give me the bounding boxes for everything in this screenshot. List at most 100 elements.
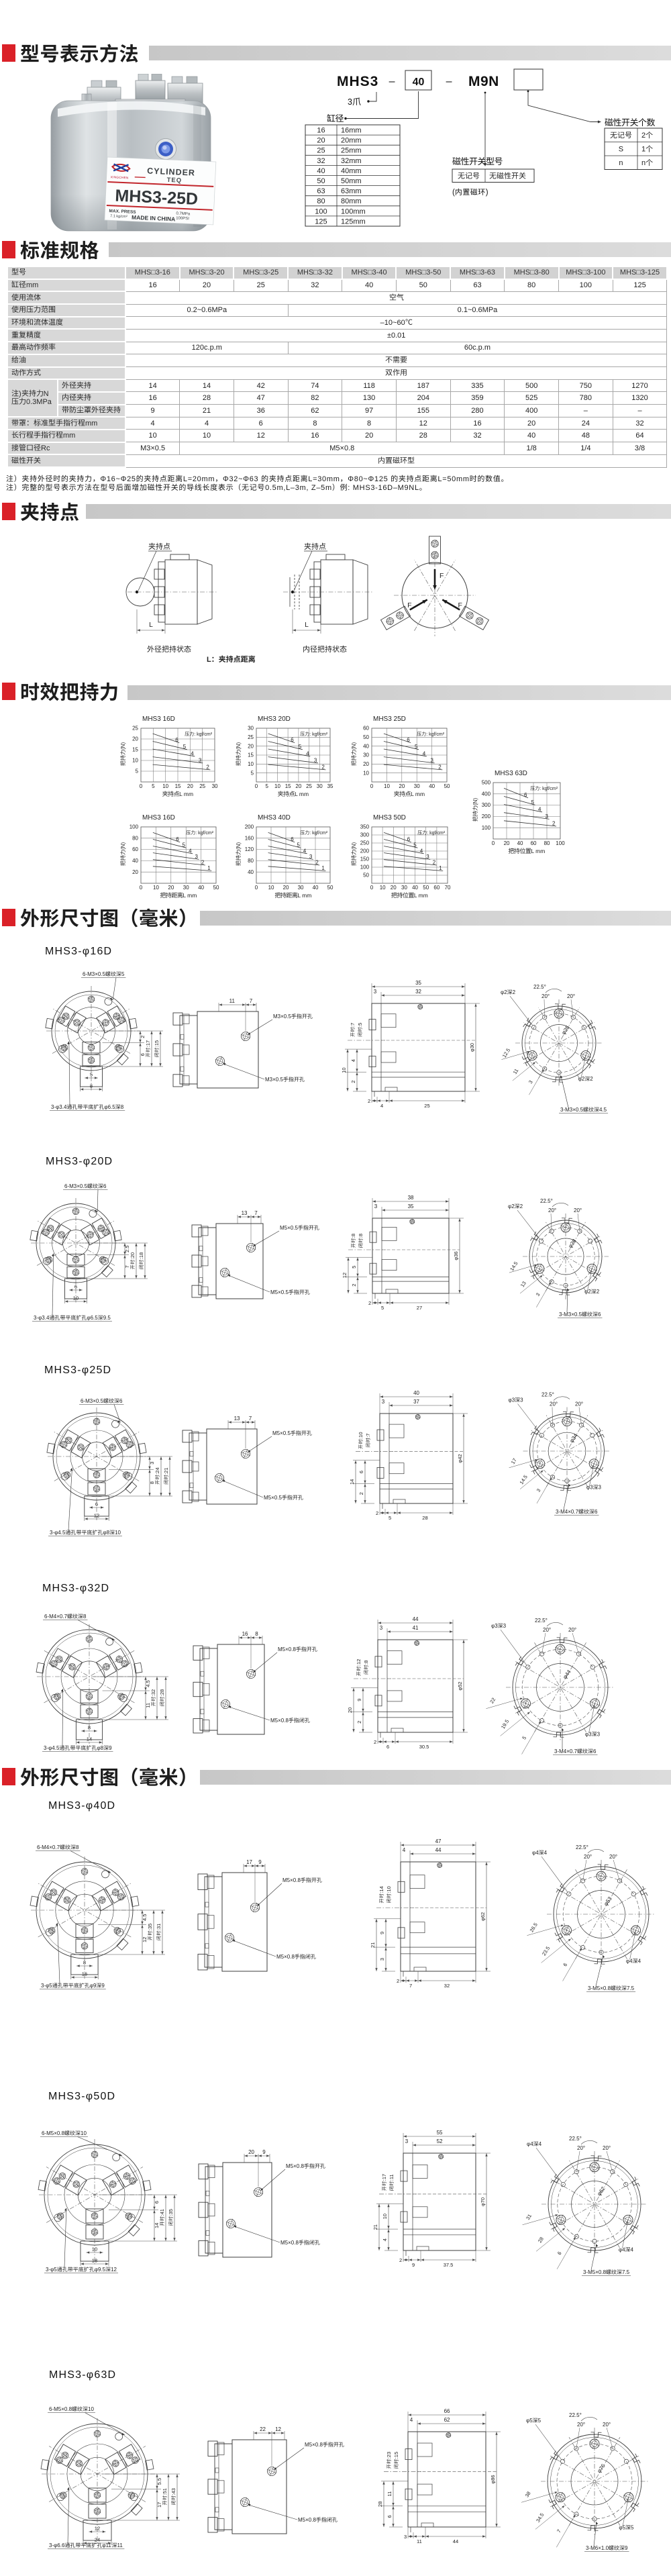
svg-text:MHS3 25D: MHS3 25D [373,715,406,723]
svg-text::35: :35 [168,2209,174,2216]
svg-text:11: 11 [512,1068,520,1075]
svg-text:55: 55 [437,2130,443,2136]
svg-text:6-M4×0.7: 6-M4×0.7 [37,1844,60,1850]
svg-text:6-M5×0.8: 6-M5×0.8 [42,2130,65,2136]
svg-text:2.5: 2.5 [124,1246,130,1252]
svg-text:10: 10 [380,885,386,891]
svg-text:M5×0.8: M5×0.8 [280,2240,299,2246]
svg-text:50: 50 [213,885,219,891]
svg-text::43: :43 [170,2488,176,2495]
svg-text:22.5°: 22.5° [533,984,546,990]
svg-text:25mm: 25mm [341,147,362,155]
svg-text:14: 14 [87,1736,92,1742]
svg-text:20°: 20° [577,2422,585,2428]
svg-text:φ53: φ53 [603,1895,613,1907]
svg-text:40: 40 [517,840,523,846]
svg-text:50mm: 50mm [341,177,362,185]
svg-text:4: 4 [538,806,541,812]
svg-text:2: 2 [597,1289,600,1295]
svg-text:17: 17 [510,1457,518,1465]
svg-text:5: 5 [251,770,254,776]
svg-text:21: 21 [370,1942,376,1948]
svg-text:44: 44 [435,1847,442,1853]
svg-text:21: 21 [372,2224,378,2230]
svg-text:22.5°: 22.5° [569,2412,582,2418]
svg-text:3: 3 [431,757,434,763]
svg-text:6: 6 [407,737,410,743]
svg-text:φ62: φ62 [596,2185,607,2197]
svg-text:9: 9 [258,1859,262,1865]
svg-text:125: 125 [315,217,327,226]
svg-text:3: 3 [426,854,429,860]
svg-text:2: 2 [350,1081,356,1083]
svg-text:11: 11 [145,1703,151,1708]
svg-text:2: 2 [351,1284,357,1287]
svg-text:: kgf/cm²: : kgf/cm² [194,732,213,737]
svg-text:35: 35 [408,1203,414,1209]
svg-text:M5×0.8: M5×0.8 [286,2163,304,2169]
svg-text:300: 300 [482,802,491,808]
svg-text:6: 6 [595,1509,598,1515]
svg-text:5: 5 [521,1735,527,1740]
svg-text:4: 4 [306,750,309,756]
svg-text:3: 3 [380,1625,383,1631]
svg-text:φ9.5: φ9.5 [95,2267,106,2273]
svg-text:L mm: L mm [297,892,311,899]
svg-text:: kgf/cm²: : kgf/cm² [427,831,446,836]
svg-text:13: 13 [519,1280,527,1288]
svg-text:MHS3 63D: MHS3 63D [495,770,527,777]
svg-text:8: 8 [255,1631,258,1637]
svg-text:6-M4×0.7: 6-M4×0.7 [44,1614,68,1620]
svg-text:M5×0.8: M5×0.8 [278,1646,296,1652]
svg-text:20°: 20° [609,1854,617,1860]
svg-text:L mm: L mm [411,791,425,797]
svg-text:22.5°: 22.5° [535,1618,548,1624]
svg-text:7: 7 [556,2528,562,2534]
svg-text:32: 32 [444,1983,450,1989]
svg-text:40: 40 [429,783,435,789]
svg-text:37: 37 [413,1399,419,1405]
svg-text:M3×0.5: M3×0.5 [265,1077,283,1083]
svg-text:φ25: φ25 [560,1024,571,1036]
svg-text::14: :14 [378,1886,384,1893]
svg-text:MHS3-φ20D: MHS3-φ20D [46,1156,113,1167]
svg-text:n: n [619,159,623,167]
svg-text:φ70: φ70 [480,2197,486,2206]
svg-text:50: 50 [423,885,429,891]
svg-text:φ3: φ3 [491,1623,498,1629]
svg-text:3: 3 [404,2534,407,2540]
svg-text:: MHS3-16D–M9NL: : MHS3-16D–M9NL [348,484,419,492]
svg-text::17: :17 [381,2174,387,2181]
svg-text:φ86: φ86 [490,2475,496,2483]
svg-text:2: 2 [552,821,556,827]
svg-text:3: 3 [379,1958,385,1961]
svg-text:6: 6 [140,1053,146,1056]
svg-text:6: 6 [407,836,411,842]
svg-text:35: 35 [415,980,421,986]
svg-text:3-φ3.4: 3-φ3.4 [34,1315,50,1321]
svg-text:2: 2 [140,1036,146,1038]
svg-text:2: 2 [374,1739,376,1745]
svg-text:28: 28 [377,2501,383,2507]
svg-text:40: 40 [132,858,138,864]
svg-text:30: 30 [183,885,189,891]
svg-text:20: 20 [347,1707,353,1713]
svg-text:100: 100 [130,824,139,830]
svg-text:30.5: 30.5 [419,1744,429,1750]
svg-text:38: 38 [524,2490,532,2498]
svg-text:3: 3 [599,1485,602,1491]
svg-text:10: 10 [115,1530,121,1536]
svg-text:12: 12 [142,1937,148,1942]
svg-text:7.5: 7.5 [622,2269,630,2275]
svg-text:63: 63 [317,187,325,195]
svg-text:40mm: 40mm [341,167,362,175]
svg-text:L=20mm: L=20mm [183,475,215,483]
svg-text:Φ16~Φ25: Φ16~Φ25 [100,475,136,483]
svg-text:5: 5 [351,1266,357,1269]
svg-text:MAX. PRESS: MAX. PRESS [109,209,136,215]
svg-text:6: 6 [175,737,178,743]
svg-text:3: 3 [199,757,202,763]
svg-text:5: 5 [266,783,269,789]
svg-text:6: 6 [103,1183,107,1189]
svg-text:4: 4 [403,1847,406,1853]
